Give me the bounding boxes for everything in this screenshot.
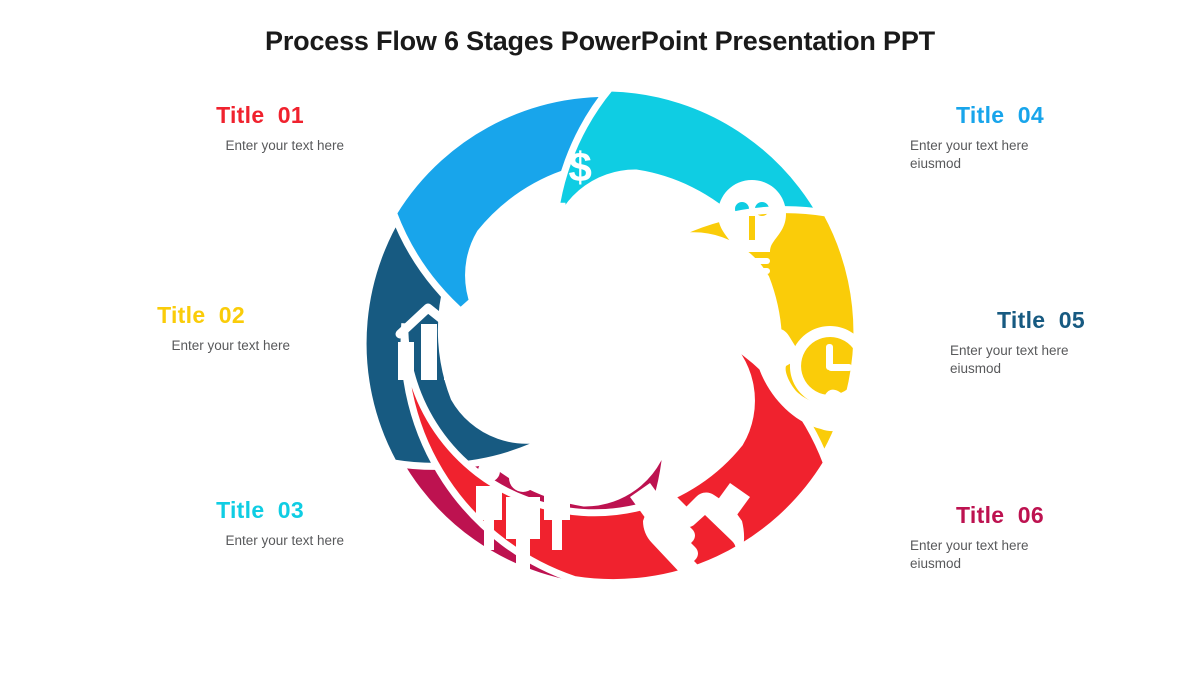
stage-title-05: Title 05: [997, 307, 1085, 333]
svg-text:$: $: [569, 144, 592, 191]
stage-body-01: Enter your text here: [225, 138, 344, 154]
stage-label-01[interactable]: Title 01 Enter your text here: [52, 102, 352, 155]
swirl-diagram: $: [340, 68, 880, 608]
stage-body-05: Enter your text here eiusmod: [950, 343, 1069, 377]
stage-body-06: Enter your text here eiusmod: [910, 538, 1029, 572]
stage-body-02: Enter your text here: [171, 338, 290, 354]
stage-label-02[interactable]: Title 02 Enter your text here: [42, 302, 342, 355]
lightbulb-icon: [718, 180, 786, 284]
stage-title-03: Title 03: [216, 497, 304, 523]
stage-label-06[interactable]: Title 06 Enter your text here eiusmod: [900, 502, 1200, 573]
handshake-icon: [630, 483, 750, 579]
swirl-svg: $: [340, 68, 880, 608]
stage-title-02: Title 02: [157, 302, 245, 328]
phone-clock-icon: [757, 326, 870, 432]
stage-title-01: Title 01: [216, 102, 304, 128]
page-title: Process Flow 6 Stages PowerPoint Present…: [265, 26, 935, 56]
stage-label-03[interactable]: Title 03 Enter your text here: [52, 497, 352, 550]
stage-body-03: Enter your text here: [225, 533, 344, 549]
stage-label-05[interactable]: Title 05 Enter your text here eiusmod: [900, 307, 1200, 378]
stage-title-04: Title 04: [956, 102, 1044, 128]
bar-chart-growth-icon: [395, 287, 492, 380]
stage-title-06: Title 06: [956, 502, 1044, 528]
stage-label-04[interactable]: Title 04 Enter your text here eiusmod: [900, 102, 1200, 173]
stage-body-04: Enter your text here eiusmod: [910, 138, 1029, 172]
hand-holding-dollar-icon: $: [548, 144, 656, 239]
people-group-icon: [476, 460, 570, 577]
